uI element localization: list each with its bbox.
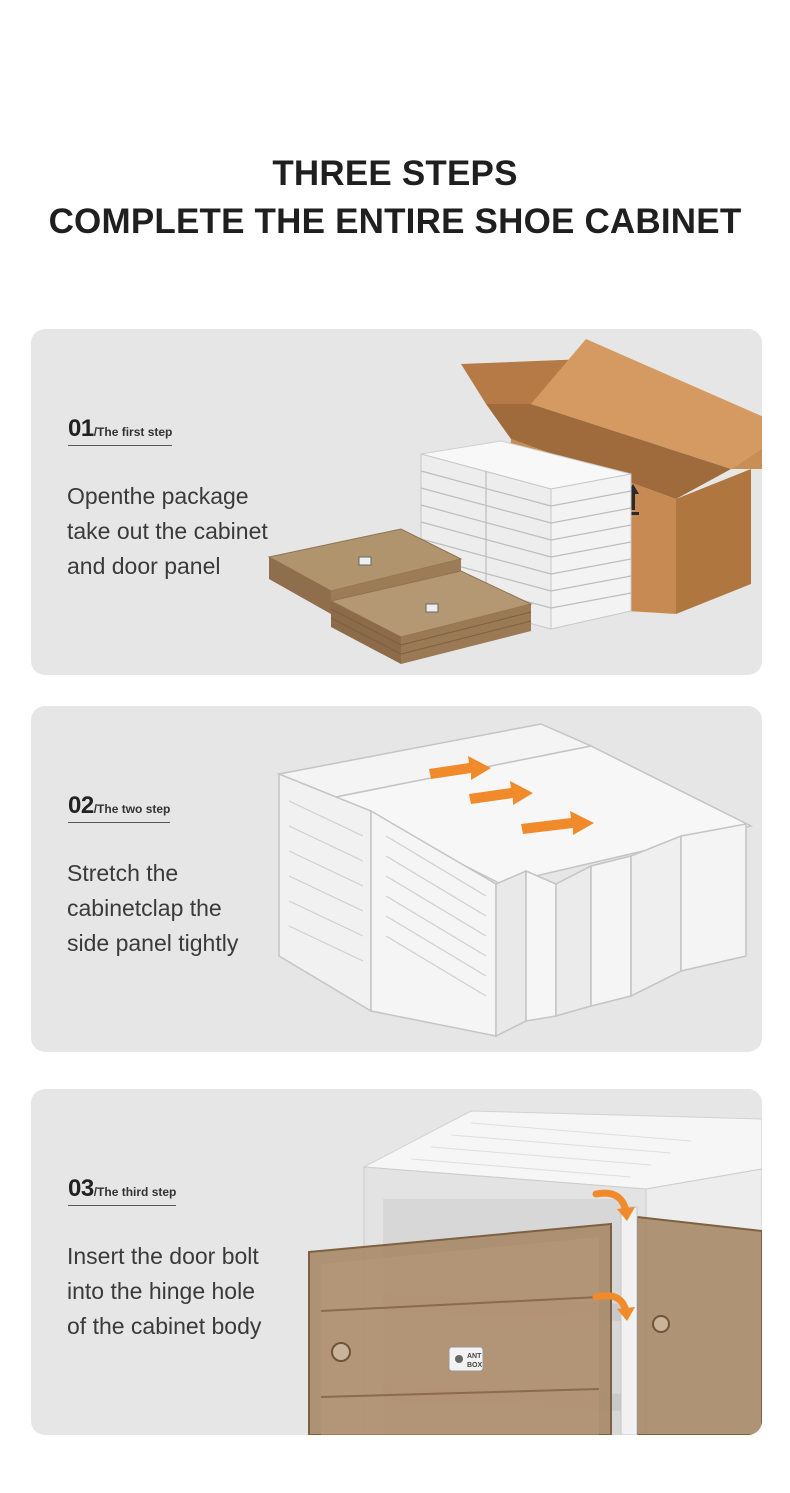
step-1-label: /The first step — [93, 425, 173, 439]
unfolding-cabinet — [276, 723, 754, 1038]
page-title: THREE STEPS COMPLETE THE ENTIRE SHOE CAB… — [0, 150, 790, 246]
arrow-right-icon — [429, 756, 491, 780]
step-2-card: 02/The two step Stretch the cabinetclap … — [31, 706, 762, 1052]
step-2-line-1: Stretch the — [67, 860, 179, 886]
step-2-line-2: cabinetclap the — [67, 895, 222, 921]
step-1-heading: 01/The first step — [68, 415, 173, 446]
door-panels — [267, 528, 533, 664]
arrow-right-icon — [469, 781, 533, 805]
step-2-description: Stretch the cabinetclap the side panel t… — [67, 856, 238, 961]
step-2-label: /The two step — [93, 802, 171, 816]
step-1-number: 01 — [68, 415, 94, 442]
arrow-right-icon — [521, 811, 594, 835]
door-install-illustration: ANT BOX — [308, 1110, 762, 1435]
step-1-description: Openthe package take out the cabinet and… — [67, 479, 268, 584]
step-3-line-1: Insert the door bolt — [67, 1243, 259, 1269]
step-1-line-1: Openthe package — [67, 483, 249, 509]
curved-arrow-icon — [592, 1189, 635, 1221]
step-2-line-3: side panel tightly — [67, 930, 239, 956]
unfolding-illustration — [276, 723, 754, 1038]
step-3-card: 03/The third step Insert the door bolt i… — [31, 1089, 762, 1435]
step-1-card: 01/The first step Openthe package take o… — [31, 329, 762, 675]
curved-arrow-icon — [592, 1292, 635, 1321]
step-1-line-3: and door panel — [67, 553, 221, 579]
step-3-number: 03 — [68, 1175, 94, 1202]
step-2-number: 02 — [68, 792, 94, 819]
hinge-column — [620, 1206, 638, 1435]
door-latch-icon — [358, 556, 372, 566]
step-1-line-2: take out the cabinet — [67, 518, 268, 544]
step-3-line-3: of the cabinet body — [67, 1313, 262, 1339]
door-knob-icon — [331, 1342, 351, 1362]
door-knob-icon — [652, 1315, 670, 1333]
ant-box-badge: ANT BOX — [448, 1346, 484, 1372]
door-latch-icon — [425, 603, 439, 613]
unboxing-illustration — [267, 339, 762, 664]
step-2-heading: 02/The two step — [68, 792, 171, 823]
panel-ribs — [288, 800, 487, 997]
step-3-heading: 03/The third step — [68, 1175, 177, 1206]
title-line-2: COMPLETE THE ENTIRE SHOE CABINET — [48, 202, 742, 241]
step-3-label: /The third step — [93, 1185, 177, 1199]
step-3-description: Insert the door bolt into the hinge hole… — [67, 1239, 261, 1344]
title-line-1: THREE STEPS — [272, 154, 518, 193]
badge-text-line-2: BOX — [467, 1362, 483, 1369]
badge-text-line-1: ANT — [467, 1353, 482, 1360]
step-3-line-2: into the hinge hole — [67, 1278, 255, 1304]
